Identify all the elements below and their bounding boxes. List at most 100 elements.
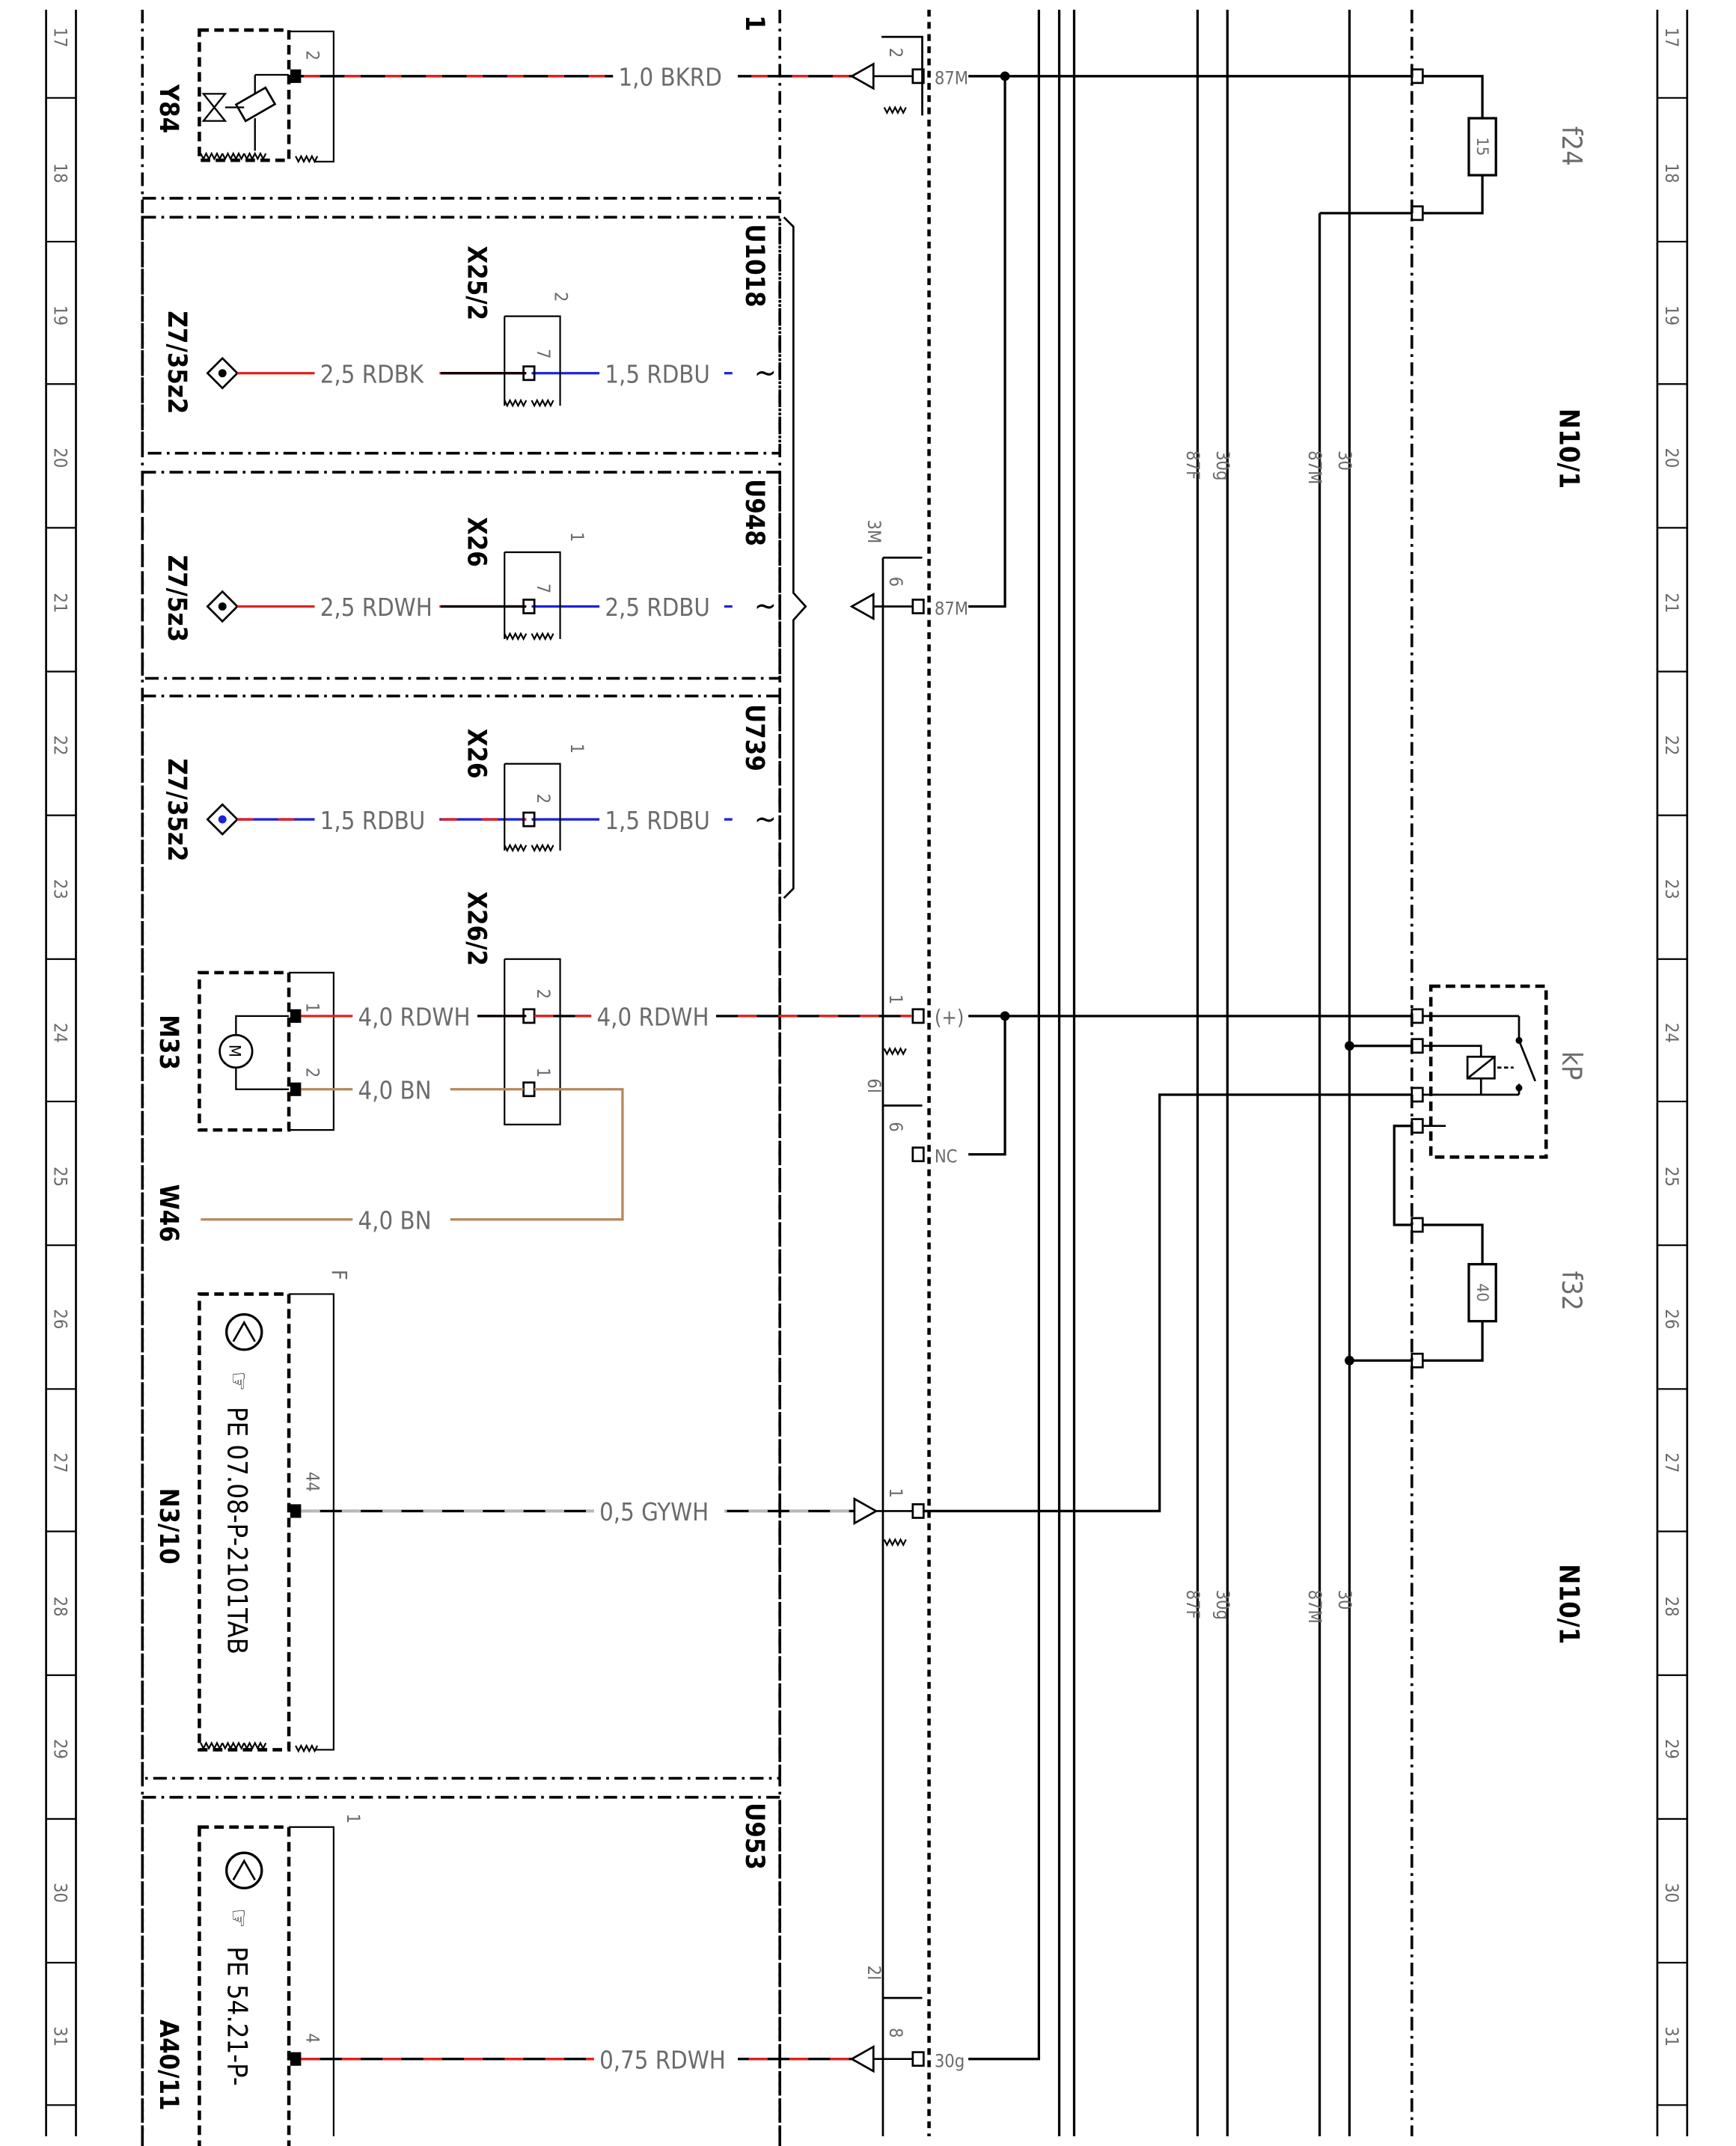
ruler-number: 18 (1661, 163, 1682, 183)
pin-number: 2 (533, 794, 554, 804)
ruler-number: 25 (50, 1167, 71, 1187)
connector-x26-a-label: X26 (461, 517, 491, 567)
n3-10-reference: PE 07.08-P-2101TAB (221, 1407, 254, 1654)
pin-number: 2 (302, 1068, 323, 1077)
fuse-f32 (1422, 1223, 1497, 1362)
pin-number: 6 (885, 577, 906, 587)
wire-label: 1,0 BKRD (619, 64, 722, 92)
wire-label: 4,0 BN (358, 1206, 432, 1235)
n3-10-label: N3/10 (153, 1488, 183, 1565)
module-u948-label: U948 (739, 479, 769, 546)
connector-x25-2: X25/2 2 7 (461, 245, 571, 407)
ruler-number: 21 (50, 593, 71, 613)
pin-number: 2 (533, 989, 554, 999)
bus-label: 87F (1182, 1590, 1203, 1619)
ruler-number: 17 (50, 28, 71, 48)
ruler-number: 18 (50, 163, 71, 183)
fuse-f24 (1422, 75, 1497, 215)
n10-terminals (1410, 68, 1424, 1369)
ruler-number: 26 (1661, 1309, 1682, 1329)
fuse-f32-label: f32 (1556, 1271, 1588, 1311)
a40-11-reference: PE 54.21-P- (221, 1946, 254, 2085)
pin-number: 7 (533, 349, 554, 358)
z7-35z2-b-label: Z7/35z2 (162, 759, 192, 862)
ruler-number: 31 (1661, 2026, 1682, 2046)
module-u739-label: U739 (739, 704, 769, 771)
bus-label: 87M (1304, 1590, 1325, 1624)
wire-label: 2,5 RDWH (320, 593, 433, 622)
z7-35z2-a-component: Z7/35z2 (162, 311, 239, 414)
module-u948-frame (141, 471, 781, 680)
y84-pin-number: 2 (302, 50, 323, 60)
ruler-number: 30 (50, 1883, 71, 1903)
z7-5z3-label: Z7/5z3 (162, 555, 192, 642)
ruler-number: 27 (1661, 1453, 1682, 1473)
bn-wire (201, 1088, 624, 1221)
connector-x26-b-label: X26 (461, 729, 491, 779)
pin-number: 8 (885, 2028, 906, 2038)
y84-label: Y84 (153, 84, 183, 134)
terminal-label: (+) (935, 1006, 965, 1030)
hand-pointer-icon: ☞ (224, 1909, 253, 1928)
a40-11-label: A40/11 (153, 2020, 183, 2110)
module-u953-label: U953 (739, 1803, 769, 1870)
n10-label-bottom: N10/1 (1553, 1564, 1585, 1644)
wire-label: 0,5 GYWH (599, 1498, 709, 1526)
bus-label: 30 (1334, 450, 1355, 471)
bus-label: 30g (1212, 450, 1233, 480)
module-u953-frame (141, 1796, 781, 2146)
fuse-rating: 15 (1473, 137, 1491, 156)
a40-11-component: ☞ A40/11 PE 54.21-P- 1 4 (153, 1814, 364, 2146)
terminal-label: 87M (935, 68, 968, 89)
wire-label: 1,5 RDBU (605, 360, 710, 388)
wire-label: 4,0 BN (358, 1076, 432, 1104)
terminal-label: 30g (935, 2051, 965, 2072)
module-u739-frame (141, 694, 781, 1780)
motor-icon: M (224, 1045, 243, 1057)
ruler-number: 20 (50, 447, 71, 468)
right-ruler (1656, 10, 1689, 2136)
pin-number: 1 (885, 1488, 906, 1498)
connector-x26-2: X26/2 2 1 (461, 891, 561, 1125)
pin-number: 3M (864, 520, 884, 544)
ruler-number: 21 (1661, 593, 1682, 613)
m33-label: M33 (153, 1015, 183, 1070)
wire-label: 0,75 RDWH (599, 2046, 726, 2074)
bus-label: 30g (1212, 1590, 1233, 1620)
section-number: 1 (739, 15, 769, 31)
pin-number: F (327, 1270, 350, 1280)
pin-number: 2 (550, 292, 571, 302)
wire-label: 2,5 RDBU (605, 593, 710, 622)
ruler-number: 24 (50, 1023, 71, 1043)
ruler-number: 19 (1661, 305, 1682, 325)
bus-label: 87M (1304, 450, 1325, 484)
wire-continuation-icon: ~ (754, 589, 777, 623)
terminal-wires (923, 10, 1412, 2136)
ruler-number: 29 (1661, 1739, 1682, 1759)
connector-x26-a: X26 1 7 (461, 517, 587, 641)
ruler-number: 28 (1661, 1597, 1682, 1617)
pin-number: 2 (885, 48, 906, 58)
connector-x26-2-label: X26/2 (461, 891, 491, 966)
ruler-number: 27 (50, 1453, 71, 1473)
pin-number: 1 (566, 532, 587, 542)
m33-component: M M33 1 2 (153, 970, 334, 1132)
ruler-number: 26 (50, 1309, 71, 1329)
bus-label: 87F (1182, 450, 1203, 480)
wire-continuation-icon: ~ (754, 355, 777, 390)
n3-10-component: ☞ N3/10 PE 07.08-P-2101TAB F 44 (153, 1270, 350, 1752)
control-unit-icon (225, 1851, 263, 1889)
pin-number: 2I (864, 1966, 884, 1981)
fuse-f24-label: f24 (1556, 126, 1588, 166)
wire-label: 4,0 RDWH (597, 1003, 709, 1032)
pin-number: 1 (343, 1814, 364, 1824)
z7-35z2-b-component: Z7/35z2 (162, 759, 239, 862)
connector-x26-b: X26 1 2 (461, 729, 587, 852)
pin-number: 1 (566, 744, 587, 753)
wire-label: 1,5 RDBU (605, 807, 710, 835)
module-brace (783, 216, 807, 899)
ruler-number: 22 (50, 736, 71, 756)
ruler-number: 17 (1661, 28, 1682, 48)
pin-number: 6 (885, 1122, 906, 1131)
